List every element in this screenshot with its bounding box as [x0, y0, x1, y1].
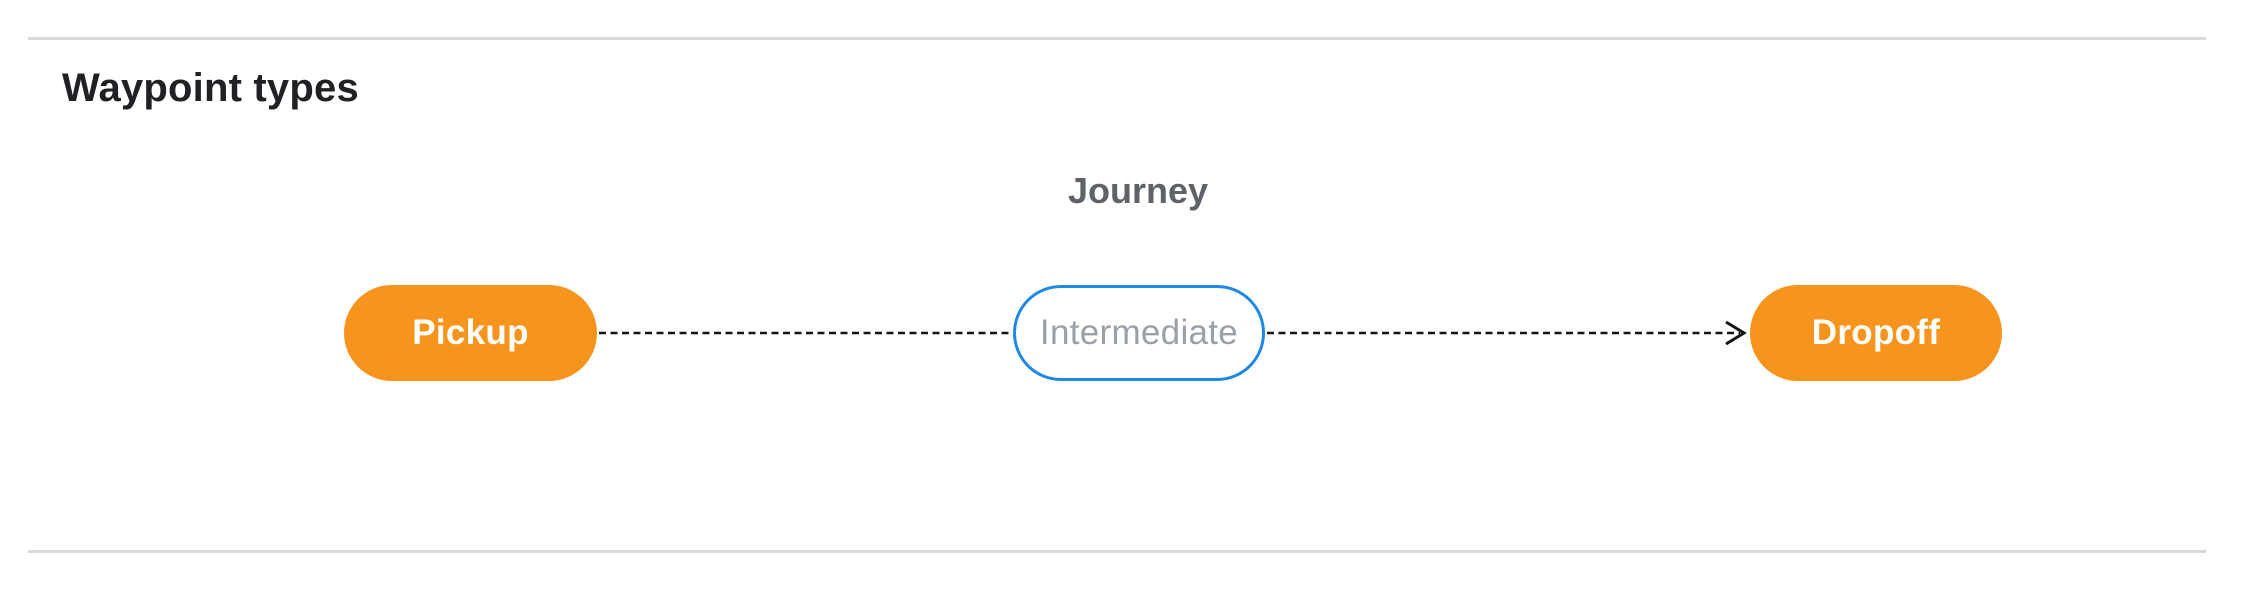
bottom-divider	[28, 550, 2206, 553]
node-intermediate: Intermediate	[1013, 285, 1265, 381]
arrowhead-icon	[1725, 320, 1747, 346]
page-title: Waypoint types	[62, 66, 359, 110]
top-divider	[28, 37, 2206, 40]
node-dropoff: Dropoff	[1750, 285, 2002, 381]
node-pickup: Pickup	[344, 285, 597, 381]
journey-label: Journey	[1067, 170, 1209, 211]
